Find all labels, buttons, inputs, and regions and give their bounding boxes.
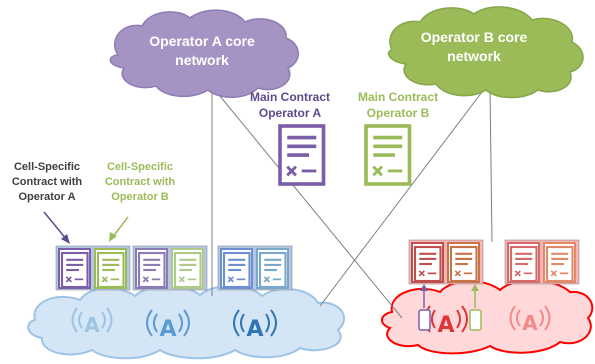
- left-contract-pair-2: [132, 245, 208, 291]
- left-contract-pair-1: [55, 245, 131, 291]
- left-cell-cloud: [27, 284, 345, 360]
- tower-icon: A: [233, 309, 277, 342]
- right-contract-pair-2: [504, 239, 580, 285]
- main-contract-a-label-2: Operator A: [259, 106, 322, 120]
- operator-a-cloud-label-1: Operator A core: [149, 33, 255, 49]
- tower-icon: A: [509, 305, 551, 335]
- right-contract-pair-1: [408, 239, 484, 285]
- arrow-b-head: [109, 232, 117, 242]
- cell-contract-b-label-3: Operator B: [111, 191, 169, 203]
- operator-a-cloud: [109, 9, 299, 98]
- main-contract-a-label-1: Main Contract: [250, 90, 330, 104]
- main-contract-a-icon: [278, 124, 326, 186]
- cell-contract-a-label-2: Contract with: [12, 176, 83, 188]
- tower-icon: A: [146, 309, 190, 342]
- phone-icon-b: [469, 309, 482, 331]
- cell-contract-b-label-1: Cell-Specific: [107, 161, 173, 173]
- svg-text:A: A: [84, 313, 100, 337]
- svg-text:A: A: [159, 317, 176, 342]
- operator-a-cloud-label-2: network: [175, 52, 229, 68]
- main-contract-b-label-2: Operator B: [367, 106, 430, 120]
- phone-icon-a: [418, 309, 431, 331]
- cell-contract-a-label-3: Operator A: [18, 191, 75, 203]
- cell-contract-a-label-1: Cell-Specific: [14, 161, 80, 173]
- arrow-a-head: [61, 234, 70, 244]
- link-b-right: [489, 87, 493, 243]
- arrow-b: [111, 216, 129, 239]
- right-cell-cloud: [381, 279, 594, 355]
- phone-b-arrowhead: [471, 284, 479, 291]
- svg-text:A: A: [437, 313, 454, 338]
- operator-b-cloud-label-1: Operator B core: [421, 29, 528, 45]
- svg-text:A: A: [246, 317, 263, 342]
- operator-b-cloud-label-2: network: [447, 48, 501, 64]
- cell-contract-b-label-2: Contract with: [105, 176, 176, 188]
- main-contract-b-label-1: Main Contract: [358, 90, 438, 104]
- link-a-right: [214, 89, 403, 319]
- left-contract-pair-3: [217, 245, 293, 291]
- link-b-left: [319, 87, 486, 307]
- operator-b-cloud: [387, 6, 584, 99]
- tower-icon: A: [71, 307, 113, 337]
- arrow-a: [43, 211, 68, 241]
- main-contract-b-icon: [364, 124, 412, 186]
- svg-text:A: A: [522, 311, 538, 335]
- phone-a-arrowhead: [420, 284, 428, 291]
